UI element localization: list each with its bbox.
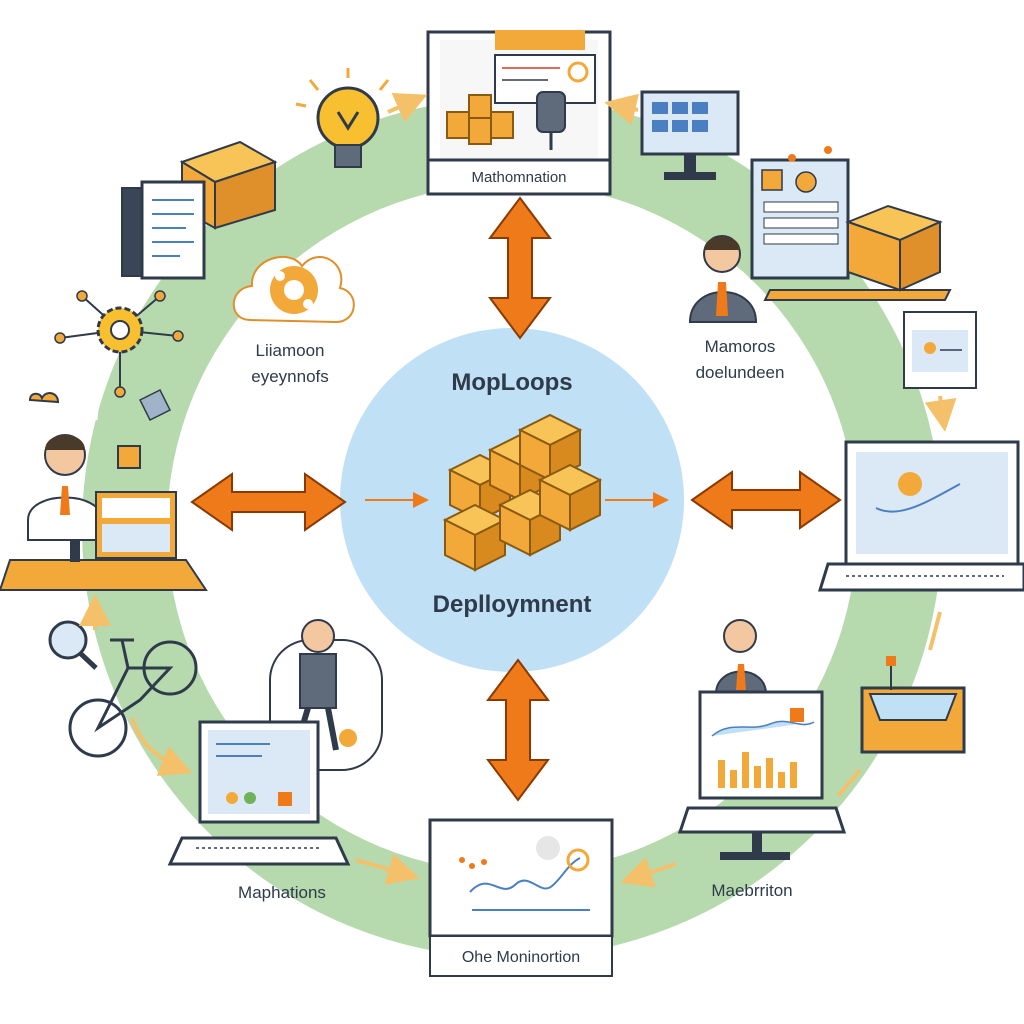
- double-arrow-left: [190, 472, 347, 532]
- label-right-line2: doelundeen: [696, 363, 785, 382]
- double-arrow-top: [488, 196, 552, 340]
- document-icon: [121, 180, 206, 280]
- lightbulb-icon: [295, 68, 390, 168]
- arrow-bike-to-laptop: [130, 717, 193, 776]
- chart-icon: [677, 690, 847, 860]
- arrow-envelope-down: [836, 768, 862, 798]
- label-top: Mathomnation: [471, 169, 566, 186]
- label-right-line1: Mamoros: [705, 337, 776, 356]
- top-workstation: Mathomnation: [426, 30, 612, 196]
- double-arrow-right: [690, 470, 842, 530]
- laptop-icon-bottom-left: [167, 720, 351, 866]
- laptop-icon-right: [817, 440, 1024, 592]
- monitor-icon-bottom: Ohe Moninortion: [428, 818, 614, 977]
- gear-icon: [54, 290, 184, 398]
- arrow-right-down: [928, 611, 942, 651]
- arrow-box-to-bulb: [260, 137, 307, 163]
- label-left-line2: eyeynnofs: [251, 367, 329, 386]
- bicycle-icon: [68, 638, 198, 758]
- server-icon: [750, 146, 952, 301]
- small-chip-icon: [117, 445, 141, 469]
- center-title: MopLoops: [451, 369, 572, 396]
- label-bottom-left: Maphations: [238, 883, 326, 902]
- board-icon: [903, 311, 977, 389]
- monitor-icon-top-right: [640, 90, 740, 180]
- label-bottom-center: Ohe Moninortion: [462, 949, 580, 966]
- person-icon-right: [688, 235, 758, 323]
- arrow-bulb-to-top: [387, 92, 428, 123]
- cloud-icon: [232, 256, 355, 324]
- arrow-right-to-monitor: [620, 857, 677, 888]
- left-person-desk: [0, 392, 208, 591]
- double-arrow-bottom: [486, 658, 550, 802]
- person-presenter: [714, 619, 768, 695]
- cubes-icon: [442, 413, 603, 572]
- label-left-line1: Liiamoon: [256, 341, 325, 360]
- envelope-icon: [860, 656, 966, 754]
- arrow-board-down: [924, 395, 957, 432]
- arrow-laptop-to-monitor: [355, 854, 420, 885]
- label-bottom-right: Maebrriton: [711, 881, 792, 900]
- magnifier-icon: [48, 620, 98, 670]
- arrow-left-up: [92, 387, 101, 421]
- arrow-monitor-to-top: [604, 93, 639, 125]
- center-subtitle: Deplloymnent: [433, 591, 592, 618]
- package-icon-right: [845, 204, 943, 292]
- shape-icon: [138, 388, 172, 422]
